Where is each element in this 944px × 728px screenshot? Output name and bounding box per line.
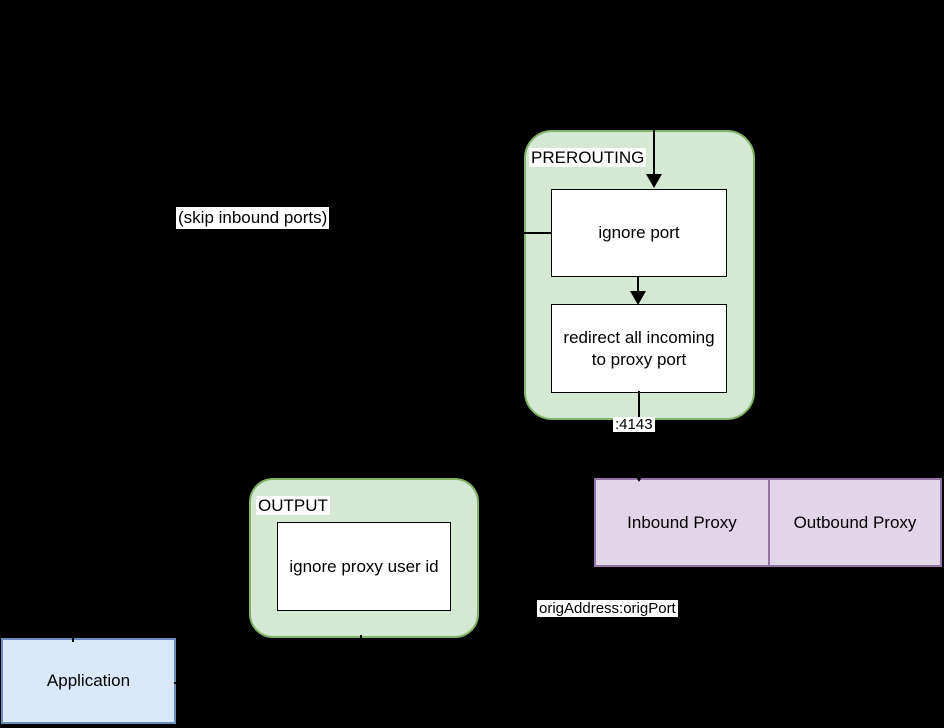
label-proxy-port-4143: :4143 — [613, 416, 655, 433]
node-redirect-incoming-label: redirect all incoming to proxy port — [563, 328, 715, 369]
edge-redirect-to-inbound-proxy-arrowhead-icon — [631, 468, 647, 482]
application-label: Application — [46, 671, 131, 690]
edge-output-bottom-stub — [360, 635, 362, 642]
node-ignore-port-label: ignore port — [598, 223, 680, 243]
node-ignore-proxy-user-id-label: ignore proxy user id — [289, 556, 439, 576]
edge-inbound-traffic-arrowhead-icon — [646, 174, 662, 188]
label-skip-inbound-ports: (skip inbound ports) — [176, 207, 330, 229]
edge-redirect-to-inbound-proxy-line — [638, 391, 640, 478]
prerouting-title: PREROUTING — [529, 148, 647, 167]
edge-ignore-to-redirect-line — [637, 277, 639, 292]
inbound-proxy-label: Inbound Proxy — [627, 512, 737, 532]
edge-application-right-stub — [174, 682, 184, 684]
edge-ignore-to-redirect-arrowhead-icon — [630, 291, 646, 305]
edge-application-top-stub — [72, 632, 74, 642]
application-box: Application — [1, 638, 176, 724]
edge-inbound-traffic-line — [653, 92, 655, 176]
inbound-proxy-box: Inbound Proxy — [594, 478, 770, 567]
output-title: OUTPUT — [256, 496, 330, 515]
outbound-proxy-label: Outbound Proxy — [793, 512, 917, 532]
node-ignore-proxy-user-id: ignore proxy user id — [277, 522, 451, 611]
edge-skip-inbound-ports-line — [470, 232, 552, 234]
node-redirect-incoming: redirect all incoming to proxy port — [551, 304, 727, 393]
node-ignore-port: ignore port — [551, 189, 727, 277]
outbound-proxy-box: Outbound Proxy — [768, 478, 942, 567]
label-orig-address-orig-port: origAddress:origPort — [537, 600, 678, 617]
